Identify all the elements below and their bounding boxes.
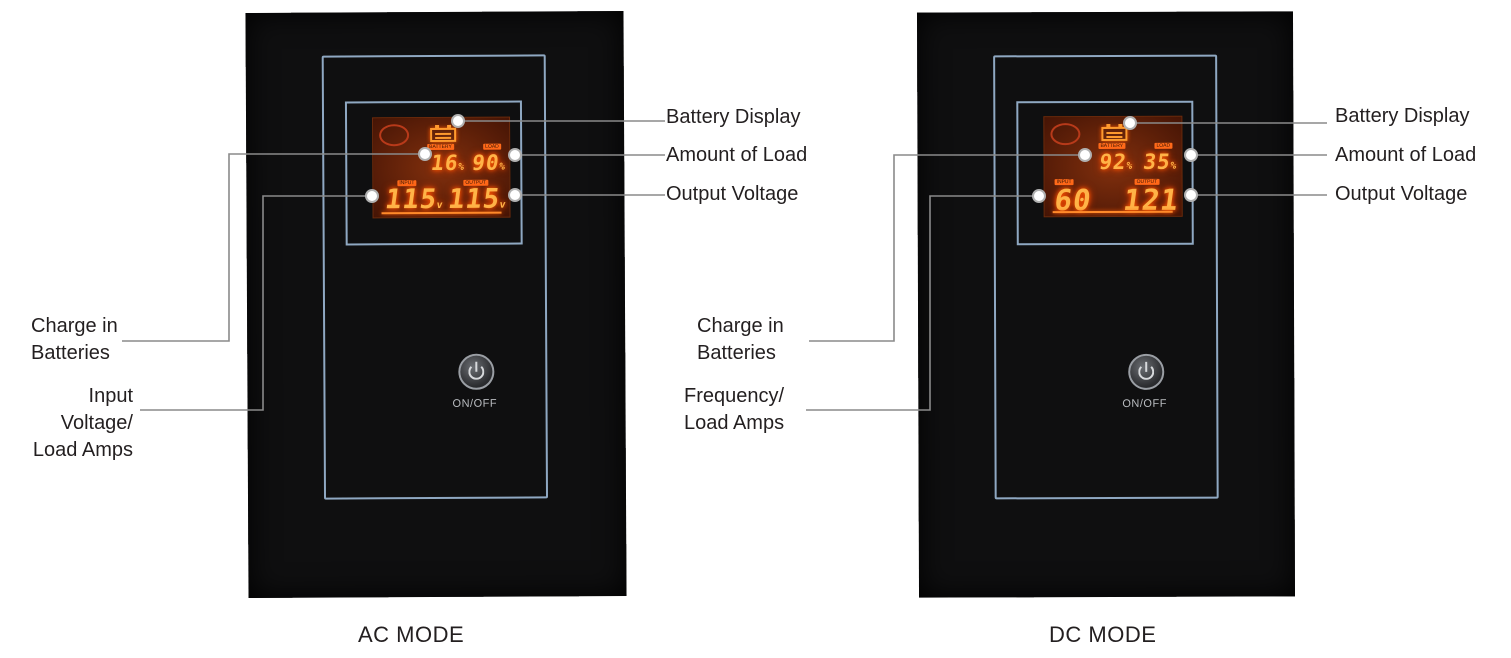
mode-caption-dc: DC MODE [1049,622,1157,647]
leader-dot [1078,148,1092,162]
callout-frequency-dc: Frequency/ Load Amps [684,385,785,434]
leader-dot [418,147,432,161]
callout-battery-display-ac: Battery Display [666,106,801,128]
callout-output-voltage-ac: Output Voltage [666,183,799,205]
leader-input-ac [140,195,372,411]
callout-amount-of-load-ac: Amount of Load [666,144,808,166]
leader-dot [508,188,522,202]
leader-dot [1184,148,1198,162]
leader-frequency-dc [806,195,1039,411]
callout-charge-ac: Charge in Batteries [31,315,118,364]
callout-charge-dc: Charge in Batteries [697,315,784,364]
callout-output-voltage-dc: Output Voltage [1335,183,1468,205]
callout-battery-display-dc: Battery Display [1335,105,1470,127]
callout-input-voltage-ac: Input Voltage/ Load Amps [32,385,133,461]
mode-caption-ac: AC MODE [358,622,465,647]
leader-dot [365,189,379,203]
callout-amount-of-load-dc: Amount of Load [1335,144,1477,166]
leader-charge-dc [809,154,1085,342]
leader-dot [1184,188,1198,202]
leader-dot [1123,116,1137,130]
leader-dot [451,114,465,128]
leader-dot [508,148,522,162]
leader-charge-ac [122,153,425,342]
leader-dot [1032,189,1046,203]
